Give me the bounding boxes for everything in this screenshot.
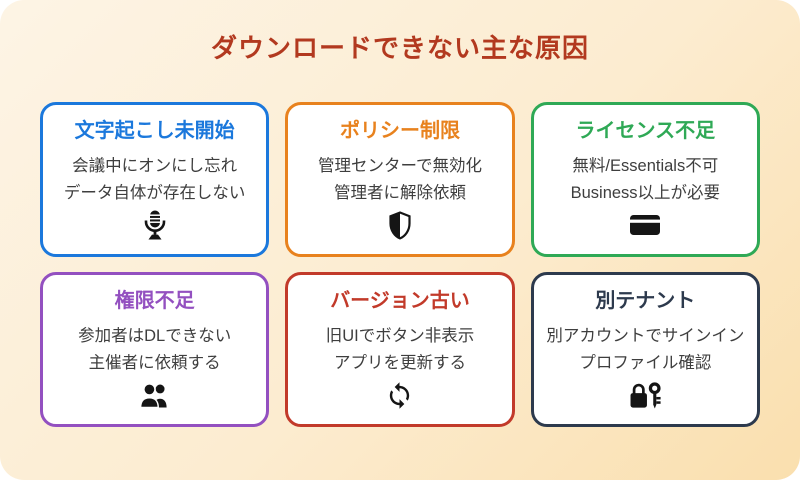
card-line-2: 主催者に依頼する xyxy=(88,354,221,372)
lock-key-icon xyxy=(629,379,662,411)
card-transcription-not-started: 文字起こし未開始 会議中にオンにし忘れ データ自体が存在しない xyxy=(40,102,270,257)
card-body: 無料/Essentials不可 Business以上が必要 xyxy=(571,153,720,207)
card-line-1: 無料/Essentials不可 xyxy=(572,157,719,175)
card-line-2: 管理者に解除依頼 xyxy=(333,184,466,202)
card-title: 別テナント xyxy=(595,290,696,312)
card-title: ライセンス不足 xyxy=(575,120,716,142)
shield-icon xyxy=(388,209,412,241)
card-line-1: 管理センターで無効化 xyxy=(317,157,482,175)
card-body: 別アカウントでサインイン プロファイル確認 xyxy=(546,323,744,377)
card-body: 参加者はDLできない 主催者に依頼する xyxy=(78,323,231,377)
people-icon xyxy=(139,379,171,411)
card-line-1: 別アカウントでサインイン xyxy=(546,327,745,345)
cards-grid: 文字起こし未開始 会議中にオンにし忘れ データ自体が存在しない xyxy=(40,102,760,427)
card-title: 権限不足 xyxy=(114,290,195,312)
card-line-2: データ自体が存在しない xyxy=(63,184,246,202)
card-title: 文字起こし未開始 xyxy=(74,120,235,142)
microphone-icon xyxy=(142,209,168,241)
card-title: バージョン古い xyxy=(330,290,470,312)
card-body: 会議中にオンにし忘れ データ自体が存在しない xyxy=(64,153,246,207)
card-line-1: 会議中にオンにし忘れ xyxy=(72,157,238,175)
card-license-insufficient: ライセンス不足 無料/Essentials不可 Business以上が必要 xyxy=(530,102,760,257)
card-body: 管理センターで無効化 管理者に解除依頼 xyxy=(318,153,482,207)
card-different-tenant: 別テナント 別アカウントでサインイン プロファイル確認 xyxy=(530,272,760,427)
card-body: 旧UIでボタン非表示 アプリを更新する xyxy=(326,323,475,377)
card-permission-insufficient: 権限不足 参加者はDLできない 主催者に依頼する xyxy=(40,272,270,427)
card-old-version: バージョン古い 旧UIでボタン非表示 アプリを更新する xyxy=(285,272,515,427)
sync-icon xyxy=(385,379,414,411)
card-line-2: アプリを更新する xyxy=(333,354,466,372)
page-title: ダウンロードできない主な原因 xyxy=(210,33,589,63)
card-line-2: プロファイル確認 xyxy=(579,354,712,372)
card-line-1: 参加者はDLできない xyxy=(78,327,232,345)
card-line-2: Business以上が必要 xyxy=(570,184,721,202)
card-policy-restriction: ポリシー制限 管理センターで無効化 管理者に解除依頼 xyxy=(285,102,515,257)
credit-card-icon xyxy=(629,209,661,241)
card-title: ポリシー制限 xyxy=(339,120,460,142)
card-line-1: 旧UIでボタン非表示 xyxy=(325,327,475,345)
